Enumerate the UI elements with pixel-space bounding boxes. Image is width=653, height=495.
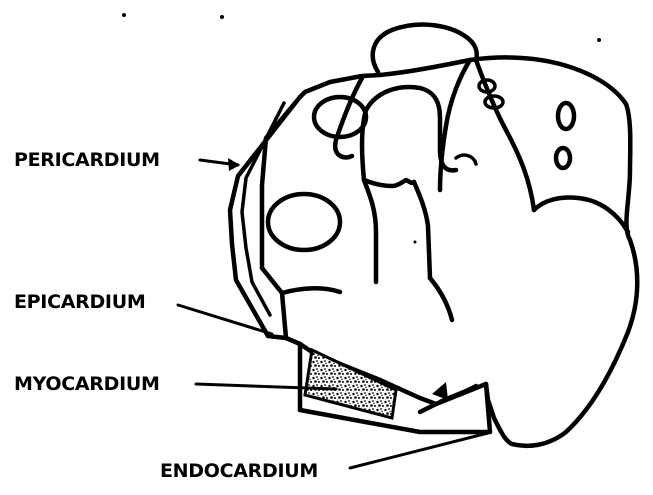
label-epicardium: EPICARDIUM [14, 291, 145, 313]
label-endocardium: ENDOCARDIUM [160, 460, 318, 482]
valve-left [364, 180, 414, 186]
leader-pericardium-arrowhead [228, 158, 240, 171]
valve-bump [456, 155, 476, 164]
septum [364, 180, 376, 282]
septum-lower [430, 278, 452, 320]
descending-vessel [476, 60, 534, 210]
opening-left-lower [268, 194, 340, 250]
label-endocardium-group: ENDOCARDIUM [160, 433, 488, 482]
aorta-outer [373, 25, 477, 72]
opening-right-3 [558, 103, 574, 129]
septum-lower-left [282, 288, 340, 293]
endocardium-arrowhead [432, 382, 448, 400]
label-pericardium-group: PERICARDIUM [14, 149, 240, 171]
heart-illustration [230, 25, 637, 446]
pulmonary-trunk [335, 78, 362, 157]
label-pericardium: PERICARDIUM [14, 149, 160, 171]
label-myocardium-group: MYOCARDIUM [14, 373, 336, 395]
leader-endocardium [350, 433, 488, 468]
label-epicardium-group: EPICARDIUM [14, 291, 272, 334]
opening-right-4 [556, 148, 570, 168]
vessel-connector [534, 198, 628, 233]
septum-right [414, 182, 430, 278]
inner-loop [366, 87, 456, 170]
label-myocardium: MYOCARDIUM [14, 373, 160, 395]
myocardium-section [305, 350, 396, 418]
